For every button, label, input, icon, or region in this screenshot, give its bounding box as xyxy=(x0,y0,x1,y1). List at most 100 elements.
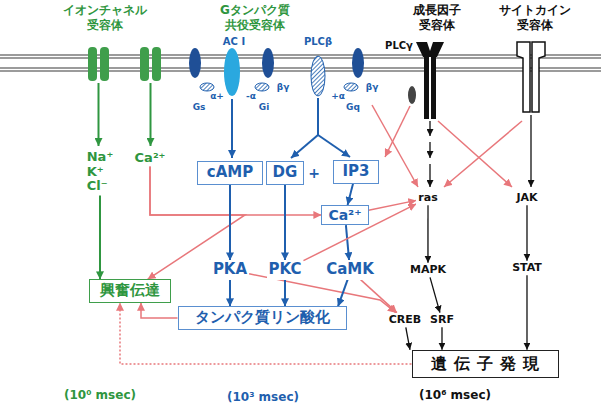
ion-label: Na⁺ K⁺ Cl⁻ xyxy=(85,149,116,196)
signal-arrow xyxy=(429,164,430,187)
g-protein-label: Gs xyxy=(192,102,207,113)
receptor-heading: イオンチャネル 受容体 xyxy=(62,3,148,33)
signal-arrow xyxy=(369,200,417,210)
cytokine-receptor xyxy=(532,42,545,112)
plus-sign: + xyxy=(307,165,321,182)
signal-arrow xyxy=(429,121,430,136)
receptor-notch xyxy=(427,42,433,51)
messenger-box: cAMP xyxy=(197,161,263,184)
gpcr-symbol xyxy=(352,48,364,78)
signal-arrow xyxy=(120,303,412,364)
ion-label: Ca²⁺ xyxy=(133,150,168,167)
node-text: IP3 xyxy=(342,163,369,180)
node-text: タンパク質リン酸化 xyxy=(195,309,330,326)
kinase-label: PKA xyxy=(211,260,249,279)
cytokine-receptor xyxy=(517,42,530,112)
signal-protein-label: JAK xyxy=(514,191,539,206)
node-text: JAK xyxy=(516,192,537,205)
signal-arrow xyxy=(526,205,527,260)
signal-arrow xyxy=(441,327,442,349)
signal-arrow xyxy=(99,195,101,279)
messenger-box: IP3 xyxy=(333,160,378,183)
ion-channel xyxy=(152,47,161,81)
signal-arrow xyxy=(406,327,410,349)
g-protein-label: βγ xyxy=(365,82,380,93)
enzyme-label: AC I xyxy=(222,36,246,48)
time-scale: (10⁰ msec) xyxy=(63,388,137,402)
signal-arrow xyxy=(318,135,350,157)
receptor-heading: 成長因子 受容体 xyxy=(412,3,462,33)
signal-protein-label: STAT xyxy=(510,261,544,276)
g-protein-subunit xyxy=(344,83,358,91)
node-text: cAMP xyxy=(207,164,253,181)
g-protein-label: Gi xyxy=(258,102,270,113)
node-text: MAPK xyxy=(410,264,446,277)
gpcr-symbol xyxy=(262,48,274,78)
g-protein-label: Gq xyxy=(345,102,361,113)
adenylate-cyclase-symbol xyxy=(224,48,240,96)
messenger-box: DG xyxy=(266,161,305,184)
crosstalk-arrow xyxy=(372,105,418,187)
signal-arrow xyxy=(430,277,440,312)
time-scale: (10³ msec) xyxy=(226,390,300,404)
receptor-heading: サイトカイン 受容体 xyxy=(498,3,572,33)
signal-arrow xyxy=(284,185,286,261)
g-protein-subunit xyxy=(200,83,214,91)
crosstalk-arrow xyxy=(444,121,522,187)
signal-arrow xyxy=(346,225,349,260)
signal-arrow xyxy=(231,99,233,158)
signal-arrow xyxy=(284,280,286,307)
receptor-heading: Gタンパク質 共役受容体 xyxy=(219,3,291,33)
growth-factor-receptor xyxy=(416,42,444,57)
node-text: CaMK xyxy=(326,261,374,278)
signal-arrow xyxy=(530,115,531,187)
kinase-label: CaMK xyxy=(324,260,376,279)
node-text: SRF xyxy=(430,314,454,327)
receptor-stripe xyxy=(429,57,431,119)
plc-gamma-symbol xyxy=(408,86,416,104)
node-text: ras xyxy=(418,192,437,205)
signal-arrow xyxy=(291,135,318,158)
plc-symbol xyxy=(311,56,325,96)
enzyme-label: PLCγ xyxy=(384,40,414,52)
signal-arrow xyxy=(229,280,231,307)
g-protein-label: +α xyxy=(330,91,346,102)
growth-factor-receptor xyxy=(424,57,436,119)
g-protein-label: -α xyxy=(245,91,257,102)
signal-arrow xyxy=(427,205,428,262)
signal-line xyxy=(317,98,319,135)
node-text: DG xyxy=(273,164,298,181)
transcription-factor-label: CREB xyxy=(387,313,423,328)
ion-channel xyxy=(100,47,109,81)
gpcr-symbol xyxy=(189,48,201,78)
process-box: タンパク質リン酸化 xyxy=(178,306,347,329)
transcription-factor-label: SRF xyxy=(428,313,456,328)
output-box: 遺伝子発現 xyxy=(412,350,559,378)
crosstalk-arrow xyxy=(438,121,512,187)
process-box: 興奮伝達 xyxy=(89,279,171,302)
node-text: 興奮伝達 xyxy=(100,282,160,299)
node-text: Ca²⁺ xyxy=(135,151,166,166)
kinase-label: PKC xyxy=(267,260,304,279)
node-text: PKC xyxy=(269,261,302,278)
signal-arrow xyxy=(348,184,353,205)
enzyme-label: PLCβ xyxy=(303,36,333,48)
time-scale: (10⁶ msec) xyxy=(418,388,492,402)
ion-flow-arrow xyxy=(150,83,152,146)
g-protein-subunit xyxy=(255,83,269,91)
node-text: CREB xyxy=(389,314,421,327)
signal-arrow xyxy=(429,142,430,158)
node-text: PKA xyxy=(213,261,247,278)
g-protein-label: βγ xyxy=(276,82,291,93)
messenger-box: Ca²⁺ xyxy=(321,205,368,225)
signal-arrow xyxy=(338,280,348,307)
ion-flow-arrow xyxy=(98,83,100,146)
node-text: Ca²⁺ xyxy=(328,207,361,223)
node-text: STAT xyxy=(512,262,542,275)
signal-arrow xyxy=(141,303,178,318)
node-text: 遺伝子発現 xyxy=(431,355,547,373)
signal-protein-label: MAPK xyxy=(408,263,448,278)
signal-arrow xyxy=(526,275,527,349)
